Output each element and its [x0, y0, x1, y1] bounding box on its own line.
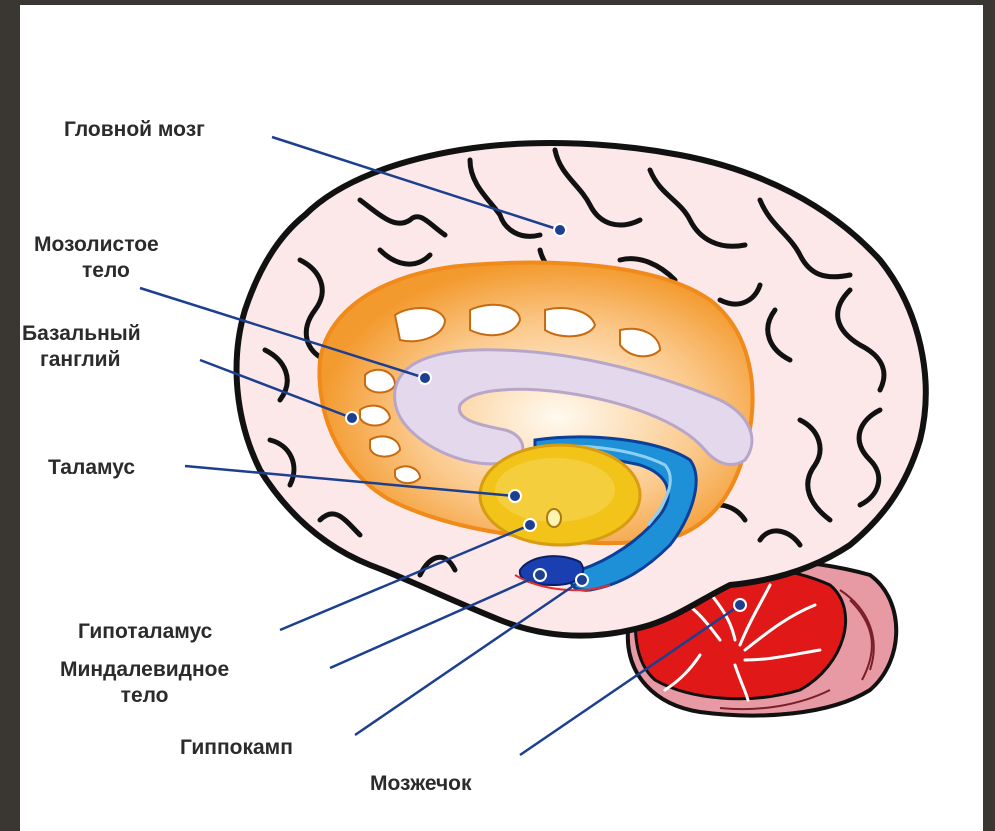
pointer-dot-corpus-callosum: [419, 372, 431, 384]
label-basal-ganglia-line2: ганглий: [22, 347, 141, 373]
label-amygdala-line2: тело: [60, 683, 229, 709]
label-amygdala-line1: Миндалевидное: [60, 657, 229, 683]
pointer-dot-thalamus: [509, 490, 521, 502]
label-amygdala: Миндалевидное тело: [60, 657, 229, 709]
label-hippocampus: Гиппокамп: [180, 735, 293, 761]
label-corpus-callosum: Мозолистое тело: [34, 232, 159, 284]
label-cerebrum: Гловной мозг: [64, 117, 205, 143]
pointer-dot-cerebellum: [734, 599, 746, 611]
label-thalamus: Таламус: [48, 455, 135, 481]
label-cerebellum: Мозжечок: [370, 771, 472, 797]
pointer-dot-amygdala: [534, 569, 546, 581]
label-corpus-callosum-line1: Мозолистое: [34, 232, 159, 258]
label-basal-ganglia: Базальный ганглий: [22, 321, 141, 373]
label-hypothalamus: Гипоталамус: [78, 619, 212, 645]
hypothalamus: [547, 509, 561, 527]
pointer-dot-basal-ganglia: [346, 412, 358, 424]
diagram-canvas: Гловной мозг Мозолистое тело Базальный г…: [20, 5, 983, 831]
label-basal-ganglia-line1: Базальный: [22, 321, 141, 347]
pointer-dot-cerebrum: [554, 224, 566, 236]
label-corpus-callosum-line2: тело: [34, 258, 159, 284]
pointer-dot-hypothalamus: [524, 519, 536, 531]
pointer-dot-hippocampus: [576, 574, 588, 586]
